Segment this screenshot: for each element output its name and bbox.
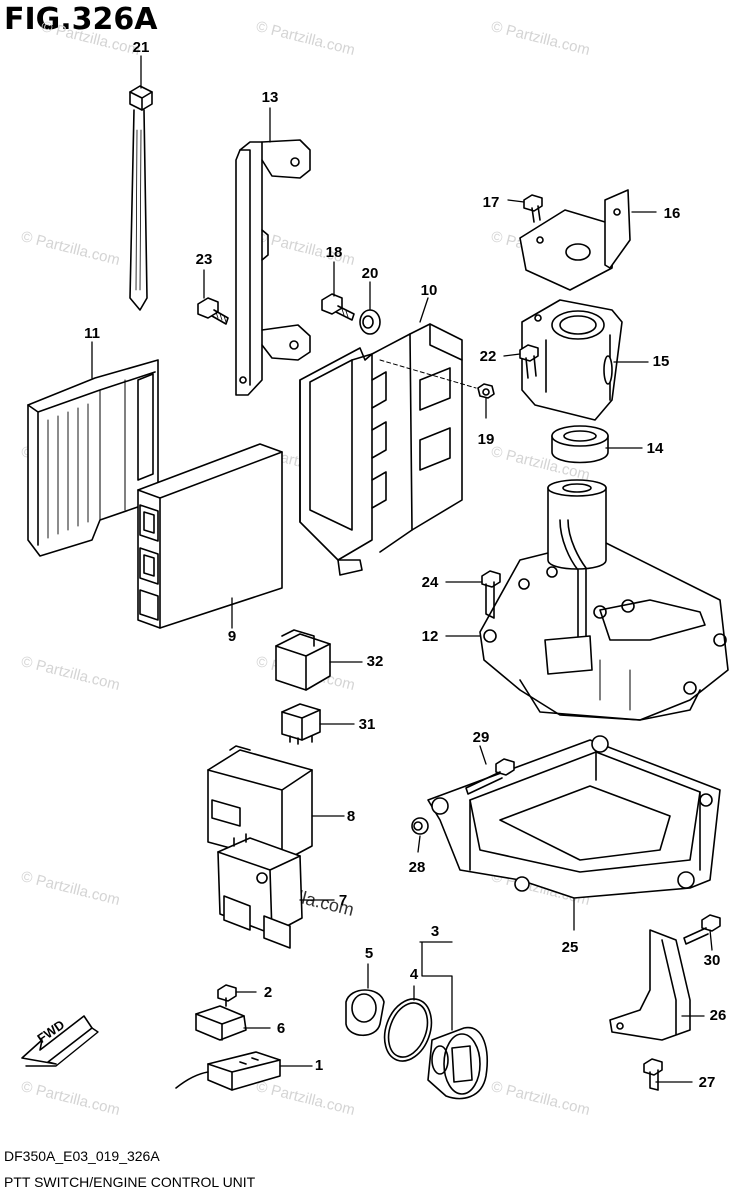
part-15-housing bbox=[521, 299, 623, 421]
part-22-screw bbox=[519, 344, 539, 379]
part-29-bolt bbox=[465, 758, 515, 795]
callout-12: 12 bbox=[421, 628, 439, 645]
part-12-ptt-unit bbox=[479, 479, 729, 721]
callout-18: 18 bbox=[325, 244, 343, 261]
part-10-ecu-bracket bbox=[299, 323, 463, 576]
part-31-relay bbox=[281, 703, 321, 745]
diagram-code: DF350A_E03_019_326A bbox=[4, 1148, 160, 1164]
part-18-bolt bbox=[321, 293, 355, 321]
callout-27: 27 bbox=[698, 1074, 716, 1091]
part-4-o-ring bbox=[383, 998, 433, 1062]
part-2-screw bbox=[217, 984, 237, 1007]
callout-14: 14 bbox=[646, 440, 664, 457]
part-1-ptt-switch bbox=[175, 1051, 281, 1091]
part-13-bracket bbox=[235, 139, 311, 396]
callout-9: 9 bbox=[227, 628, 237, 645]
callout-23: 23 bbox=[195, 251, 213, 268]
diagram-caption: PTT SWITCH/ENGINE CONTROL UNIT bbox=[4, 1174, 256, 1190]
part-6-clamp bbox=[195, 1005, 247, 1041]
callout-21: 21 bbox=[132, 39, 150, 56]
callout-10: 10 bbox=[420, 282, 438, 299]
callout-5: 5 bbox=[364, 945, 374, 962]
part-26-bracket bbox=[609, 929, 691, 1041]
part-7-rectifier bbox=[217, 833, 303, 949]
part-3-switch-body bbox=[427, 1026, 488, 1100]
callout-29: 29 bbox=[472, 729, 490, 746]
part-32-relay bbox=[275, 629, 331, 691]
part-25-mount-frame bbox=[427, 735, 721, 899]
part-8-cover bbox=[207, 745, 313, 863]
callout-7: 7 bbox=[338, 892, 348, 909]
callout-11: 11 bbox=[84, 325, 100, 342]
callout-32: 32 bbox=[366, 653, 384, 670]
callout-26: 26 bbox=[709, 1007, 727, 1024]
part-24-bolt bbox=[481, 570, 501, 619]
part-9-ecu bbox=[137, 443, 283, 629]
part-27-bolt bbox=[643, 1058, 663, 1091]
callout-20: 20 bbox=[361, 265, 379, 282]
callout-28: 28 bbox=[408, 859, 426, 876]
callout-19: 19 bbox=[477, 431, 495, 448]
callout-6: 6 bbox=[276, 1020, 286, 1037]
callout-4: 4 bbox=[409, 966, 419, 983]
part-16-plate bbox=[519, 189, 631, 291]
leader-lines bbox=[91, 55, 713, 1083]
part-19-nut bbox=[379, 359, 495, 399]
part-20-grommet bbox=[359, 309, 381, 335]
part-17-screw bbox=[523, 194, 543, 223]
part-5-ring bbox=[345, 989, 385, 1037]
figure-title: FIG.326A bbox=[4, 2, 158, 37]
callout-16: 16 bbox=[663, 205, 681, 222]
callout-2: 2 bbox=[263, 984, 273, 1001]
fwd-arrow-icon bbox=[21, 1015, 99, 1067]
part-23-bolt bbox=[197, 297, 229, 325]
callout-30: 30 bbox=[703, 952, 721, 969]
part-30-bolt bbox=[683, 914, 721, 945]
part-14-seal bbox=[551, 425, 609, 464]
part-21-cable-tie bbox=[129, 85, 153, 311]
callout-25: 25 bbox=[561, 939, 579, 956]
callout-15: 15 bbox=[652, 353, 670, 370]
callout-13: 13 bbox=[261, 89, 279, 106]
callout-3: 3 bbox=[430, 923, 440, 940]
callout-31: 31 bbox=[358, 716, 376, 733]
part-28-collar bbox=[411, 817, 429, 835]
callout-1: 1 bbox=[314, 1057, 324, 1074]
callout-24: 24 bbox=[421, 574, 439, 591]
callout-8: 8 bbox=[346, 808, 356, 825]
callout-22: 22 bbox=[479, 348, 497, 365]
part-11-holder bbox=[27, 359, 159, 557]
callout-17: 17 bbox=[482, 194, 500, 211]
